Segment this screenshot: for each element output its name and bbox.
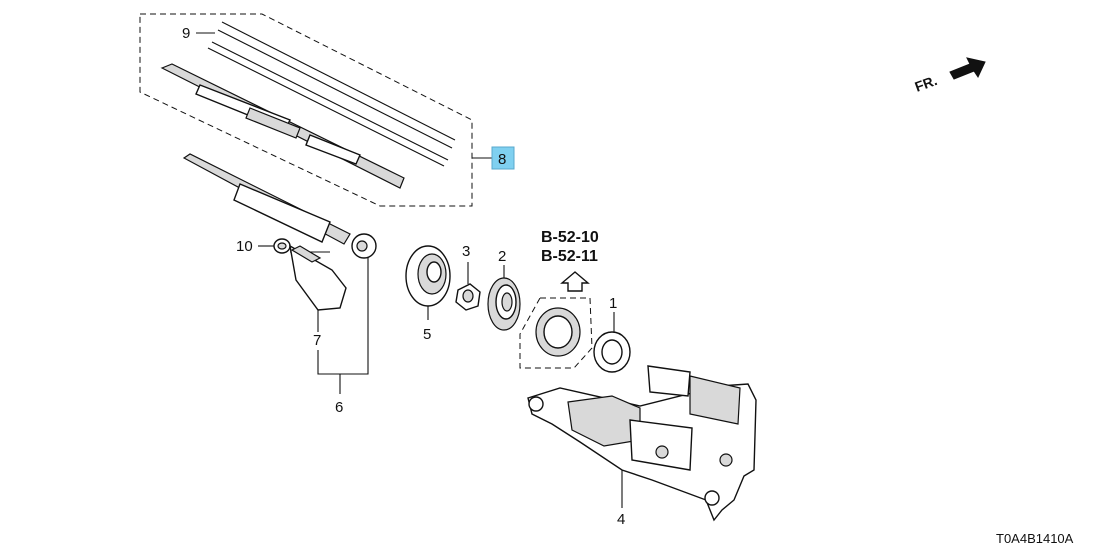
part-number-9: 9 [182,25,190,42]
part-8-highlight [491,146,515,170]
grommet-group-frame [519,297,593,369]
reference-arrow [560,271,590,292]
part-number-7: 7 [313,332,321,349]
wiper-arm[interactable] [182,153,377,259]
reference-1: B-52-10 [541,229,599,246]
part-number-10: 10 [236,238,253,255]
nut-part-3[interactable] [455,283,481,311]
bracket-6 [317,258,369,375]
blade-assembly-frame [139,13,473,207]
wiper-motor-part-4[interactable] [527,365,757,522]
part-number-2: 2 [498,248,506,265]
part-number-5: 5 [423,326,431,343]
part-number-1: 1 [609,295,617,312]
reference-2: B-52-11 [541,248,598,265]
rubber-strip-part[interactable] [207,21,456,167]
drawing-code: T0A4B1410A [996,531,1074,546]
nut-part-10[interactable] [273,238,291,254]
part-number-3: 3 [462,243,470,260]
part-number-4: 4 [617,511,625,528]
bushing-part-2[interactable] [487,277,521,331]
wiper-blade[interactable] [160,63,405,189]
direction-label: FR. [913,72,940,95]
part-number-6: 6 [335,399,343,416]
seal-cap-part-5[interactable] [405,245,451,307]
part-number-8: 8 [498,151,506,168]
cap-part-7[interactable] [289,244,347,311]
front-direction-indicator: FR. [913,57,986,95]
grommet[interactable] [535,307,581,357]
direction-arrow-icon [949,57,986,80]
washer-part-1[interactable] [593,331,631,373]
